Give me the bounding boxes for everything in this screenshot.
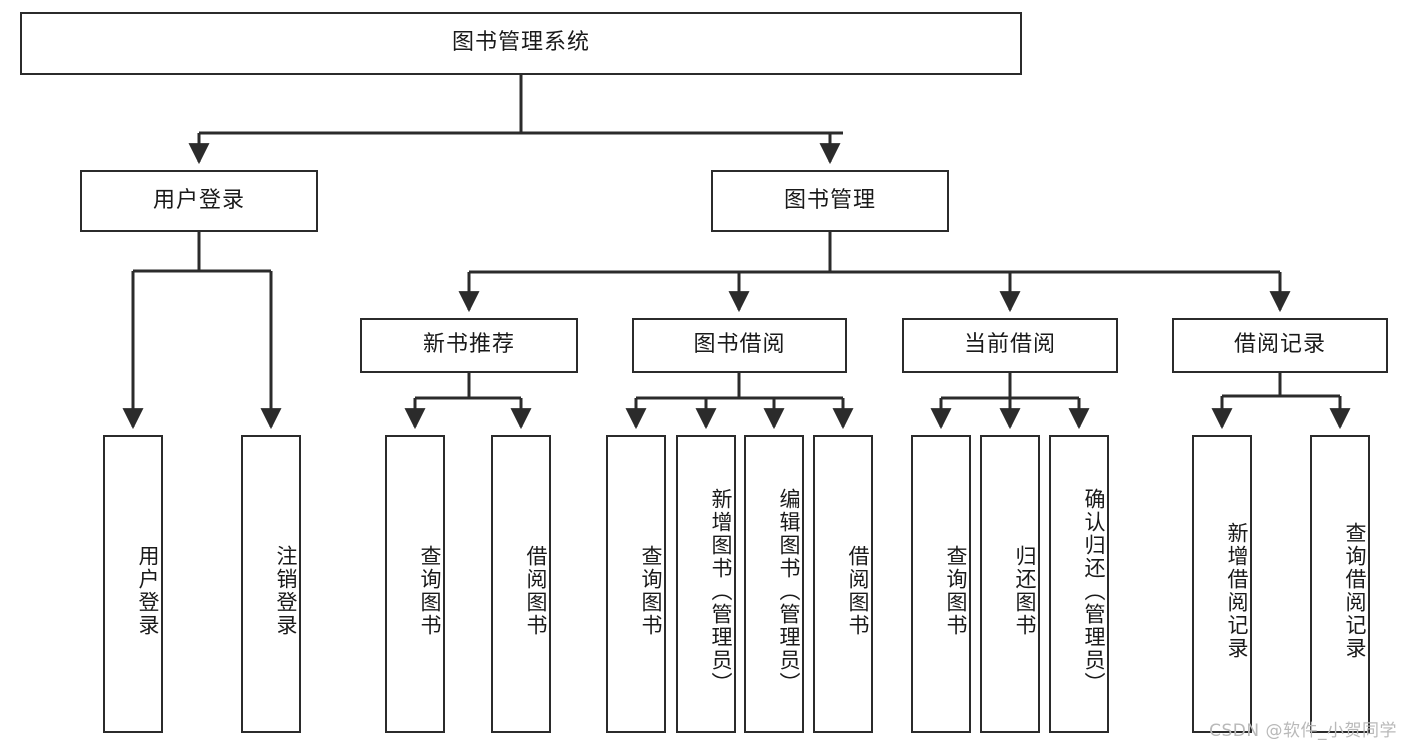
leaf-current-borrow-2-label: 归还图书 bbox=[1013, 545, 1037, 637]
node-root[interactable]: 图书管理系统 bbox=[20, 12, 1022, 75]
node-book-borrow-label: 图书借阅 bbox=[693, 332, 786, 358]
node-new-book-recommend[interactable]: 新书推荐 bbox=[360, 318, 578, 373]
leaf-user-login-1-label: 用户登录 bbox=[136, 545, 160, 637]
leaf-book-borrow-1[interactable]: 查询图书 bbox=[606, 435, 666, 733]
node-book-borrow[interactable]: 图书借阅 bbox=[632, 318, 847, 373]
node-borrow-record-label: 借阅记录 bbox=[1233, 332, 1326, 358]
leaf-user-login-2-label: 注销登录 bbox=[274, 545, 298, 637]
leaf-new-book-2[interactable]: 借阅图书 bbox=[491, 435, 551, 733]
leaf-current-borrow-3[interactable]: 确认归还（管理员） bbox=[1049, 435, 1109, 733]
node-book-management[interactable]: 图书管理 bbox=[711, 170, 949, 232]
leaf-current-borrow-1[interactable]: 查询图书 bbox=[911, 435, 971, 733]
leaf-book-borrow-4-label: 借阅图书 bbox=[846, 545, 870, 637]
node-borrow-record[interactable]: 借阅记录 bbox=[1172, 318, 1388, 373]
leaf-current-borrow-1-label: 查询图书 bbox=[944, 545, 968, 637]
leaf-user-login-2[interactable]: 注销登录 bbox=[241, 435, 301, 733]
node-current-borrow[interactable]: 当前借阅 bbox=[902, 318, 1118, 373]
leaf-new-book-2-label: 借阅图书 bbox=[524, 545, 548, 637]
leaf-book-borrow-3-label: 编辑图书（管理员） bbox=[777, 487, 801, 695]
leaf-current-borrow-2[interactable]: 归还图书 bbox=[980, 435, 1040, 733]
leaf-borrow-record-2[interactable]: 查询借阅记录 bbox=[1310, 435, 1370, 733]
leaf-user-login-1[interactable]: 用户登录 bbox=[103, 435, 163, 733]
leaf-book-borrow-2[interactable]: 新增图书（管理员） bbox=[676, 435, 736, 733]
leaf-book-borrow-2-label: 新增图书（管理员） bbox=[709, 487, 733, 695]
csdn-watermark: CSDN @软件_小贺同学 bbox=[1209, 721, 1397, 741]
node-root-label: 图书管理系统 bbox=[451, 30, 590, 56]
leaf-borrow-record-1-label: 新增借阅记录 bbox=[1225, 522, 1249, 660]
leaf-borrow-record-2-label: 查询借阅记录 bbox=[1343, 522, 1367, 660]
leaf-book-borrow-3[interactable]: 编辑图书（管理员） bbox=[744, 435, 804, 733]
node-user-login-label: 用户登录 bbox=[152, 187, 245, 213]
leaf-current-borrow-3-label: 确认归还（管理员） bbox=[1082, 487, 1106, 695]
node-current-borrow-label: 当前借阅 bbox=[963, 332, 1056, 358]
node-book-management-label: 图书管理 bbox=[783, 187, 876, 213]
leaf-new-book-1[interactable]: 查询图书 bbox=[385, 435, 445, 733]
node-user-login[interactable]: 用户登录 bbox=[80, 170, 318, 232]
leaf-new-book-1-label: 查询图书 bbox=[418, 545, 442, 637]
leaf-book-borrow-1-label: 查询图书 bbox=[639, 545, 663, 637]
leaf-borrow-record-1[interactable]: 新增借阅记录 bbox=[1192, 435, 1252, 733]
leaf-book-borrow-4[interactable]: 借阅图书 bbox=[813, 435, 873, 733]
node-new-book-recommend-label: 新书推荐 bbox=[422, 332, 515, 358]
